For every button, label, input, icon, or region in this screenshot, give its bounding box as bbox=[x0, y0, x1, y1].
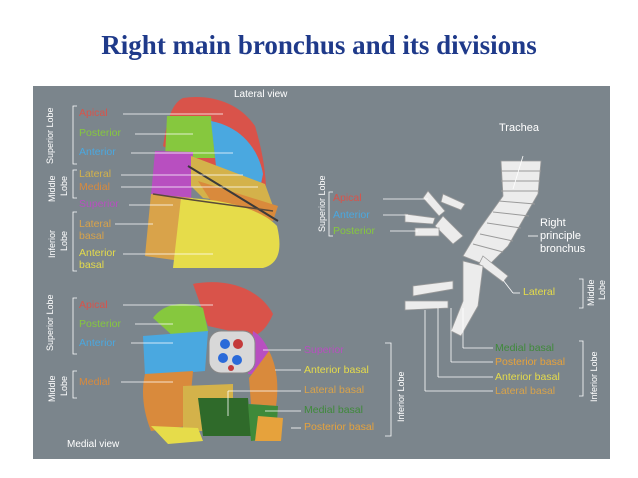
medial-label-medial: Medial bbox=[79, 376, 110, 388]
bronchus-label-right-1: Right bbox=[540, 217, 566, 229]
medial-label-posterior-basal: Posterior basal bbox=[304, 421, 375, 433]
diagram-canvas bbox=[72, 96, 584, 444]
lateral-anterior-basal-segment bbox=[173, 198, 280, 268]
upper-lobe-bronchus bbox=[434, 215, 464, 245]
bronchus-label-trachea: Trachea bbox=[499, 122, 539, 134]
medial-leader-lines bbox=[121, 304, 301, 429]
medial-medial-segment bbox=[143, 371, 193, 431]
medial-anterior-basal-front bbox=[151, 426, 203, 444]
lateral-label-anterior-basal-1: Anterior bbox=[79, 247, 116, 259]
lateral-view-lung bbox=[145, 96, 280, 268]
medial-group-superior: Superior Lobe bbox=[45, 294, 55, 351]
lateral-leader-lines bbox=[115, 113, 258, 255]
lateral-superior-segment bbox=[151, 151, 193, 201]
lateral-group-inferior-1: Inferior bbox=[47, 229, 57, 258]
hilum bbox=[208, 330, 256, 374]
lateral-group-inferior-2: Lobe bbox=[59, 230, 69, 251]
anterior-bronchus bbox=[404, 213, 436, 225]
apical-bronchus bbox=[422, 190, 446, 217]
medial-label-posterior: Posterior bbox=[79, 318, 122, 330]
bronchus-label-lateral: Lateral bbox=[523, 286, 556, 298]
medial-label-lateral-basal: Lateral basal bbox=[304, 384, 365, 396]
lateral-group-middle-1: Middle bbox=[47, 175, 57, 202]
bronchus-leader-lines bbox=[383, 155, 538, 392]
medial-anterior-segment bbox=[143, 331, 208, 376]
bronchus-group-middle-1: Middle bbox=[586, 279, 596, 306]
medial-group-middle-1: Middle bbox=[47, 375, 57, 402]
lateral-medial-segment bbox=[198, 181, 278, 221]
bronchus-label-lateral-basal: Lateral basal bbox=[495, 385, 556, 397]
basal-branch-1 bbox=[412, 280, 454, 297]
lateral-label-apical: Apical bbox=[79, 107, 108, 119]
medial-view-lung bbox=[143, 282, 283, 444]
lateral-group-superior: Superior Lobe bbox=[45, 107, 55, 164]
medial-label-anterior: Anterior bbox=[79, 337, 116, 349]
medial-apical-segment bbox=[193, 282, 273, 336]
posterior-bronchus bbox=[414, 227, 440, 237]
lateral-label-lateral-basal-2: basal bbox=[79, 230, 105, 242]
medial-label-superior: Superior bbox=[304, 344, 344, 356]
medial-group-middle-2: Lobe bbox=[59, 375, 69, 396]
lateral-label-lateral: Lateral bbox=[79, 168, 112, 180]
middle-lobe-bronchus bbox=[478, 255, 509, 283]
bronchus-label-anterior-basal: Anterior basal bbox=[495, 371, 560, 383]
lateral-label-anterior: Anterior bbox=[79, 146, 116, 158]
slide-title: Right main bronchus and its divisions bbox=[101, 30, 537, 60]
basal-branch-2 bbox=[404, 300, 449, 311]
lateral-label-posterior: Posterior bbox=[79, 127, 122, 139]
lower-lobe-bronchus bbox=[450, 260, 484, 337]
medial-posterior-segment bbox=[153, 303, 208, 336]
bronchus-label-right-3: bronchus bbox=[540, 243, 586, 255]
bronchial-tree bbox=[404, 160, 542, 337]
bronchus-label-apical: Apical bbox=[333, 192, 362, 204]
bronchus-label-posterior: Posterior bbox=[333, 225, 376, 237]
bronchus-group-inferior: Inferior Lobe bbox=[589, 351, 599, 402]
medial-label-anterior-basal: Anterior basal bbox=[304, 364, 369, 376]
apical-branch bbox=[440, 193, 466, 211]
lateral-label-medial: Medial bbox=[79, 181, 110, 193]
lateral-label-superior: Superior bbox=[79, 198, 119, 210]
medial-label-apical: Apical bbox=[79, 299, 108, 311]
diagram-panel: Lateral view Medial view Apical Posterio… bbox=[33, 86, 610, 459]
medial-group-inferior: Inferior Lobe bbox=[396, 371, 406, 422]
bronchus-label-medial-basal: Medial basal bbox=[495, 342, 554, 354]
bronchus-label-anterior: Anterior bbox=[333, 209, 370, 221]
lateral-group-brackets bbox=[72, 105, 77, 272]
medial-anterior-basal-segment bbox=[249, 351, 278, 406]
lateral-group-middle-2: Lobe bbox=[59, 175, 69, 196]
bronchus-label-right-2: principle bbox=[540, 230, 581, 242]
medial-view-caption: Medial view bbox=[67, 439, 120, 450]
medial-medial-basal-segment bbox=[198, 398, 251, 436]
lateral-anterior-segment bbox=[211, 121, 263, 184]
lateral-view-caption: Lateral view bbox=[234, 89, 288, 100]
medial-label-medial-basal: Medial basal bbox=[304, 404, 363, 416]
medial-group-brackets bbox=[72, 297, 392, 437]
bronchus-group-superior: Superior Lobe bbox=[317, 175, 327, 232]
bronchus-group-brackets bbox=[328, 191, 584, 397]
lateral-label-anterior-basal-2: basal bbox=[79, 259, 105, 271]
lateral-posterior-segment bbox=[165, 116, 215, 158]
medial-posterior-basal-edge bbox=[255, 416, 283, 441]
lateral-label-lateral-basal-1: Lateral bbox=[79, 218, 112, 230]
bronchus-group-middle-2: Lobe bbox=[597, 279, 607, 300]
bronchus-label-posterior-basal: Posterior basal bbox=[495, 356, 566, 368]
